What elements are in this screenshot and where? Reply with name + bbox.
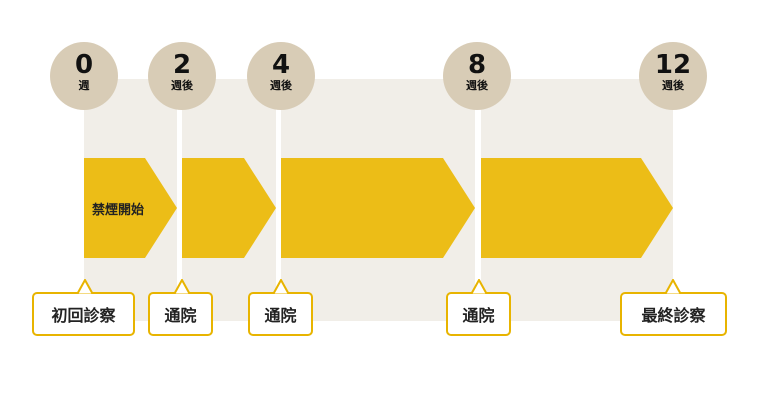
visit-callout-final: 最終診察 bbox=[620, 279, 727, 336]
milestone-number: 2 bbox=[172, 50, 192, 80]
milestone-unit: 週後 bbox=[171, 79, 193, 92]
callout-pointer bbox=[471, 279, 487, 294]
milestone-number: 8 bbox=[467, 50, 487, 80]
visit-label: 通院 bbox=[462, 306, 495, 325]
visit-callout-3: 通院 bbox=[248, 279, 313, 336]
visit-label: 通院 bbox=[264, 306, 297, 325]
visit-label: 初回診察 bbox=[51, 306, 116, 325]
milestone-number: 12 bbox=[654, 50, 692, 80]
callout-pointer bbox=[273, 279, 289, 294]
phase-arrow-3 bbox=[281, 158, 475, 258]
visit-callout-first: 初回診察 bbox=[32, 279, 135, 336]
milestone-number: 4 bbox=[271, 50, 291, 80]
milestone-unit: 週後 bbox=[270, 79, 292, 92]
milestone-unit: 週 bbox=[78, 79, 90, 92]
callout-pointer bbox=[174, 279, 190, 294]
phase-label: 禁煙開始 bbox=[92, 202, 145, 218]
callout-pointer bbox=[665, 279, 681, 294]
milestone-unit: 週後 bbox=[662, 79, 684, 92]
visit-callout-2: 通院 bbox=[148, 279, 213, 336]
visit-callout-4: 通院 bbox=[446, 279, 511, 336]
milestone-unit: 週後 bbox=[466, 79, 488, 92]
phase-arrow-4 bbox=[481, 158, 673, 258]
milestone-number: 0 bbox=[74, 50, 94, 80]
visit-label: 通院 bbox=[164, 306, 197, 325]
visit-label: 最終診察 bbox=[641, 306, 706, 325]
callout-pointer bbox=[77, 279, 93, 294]
